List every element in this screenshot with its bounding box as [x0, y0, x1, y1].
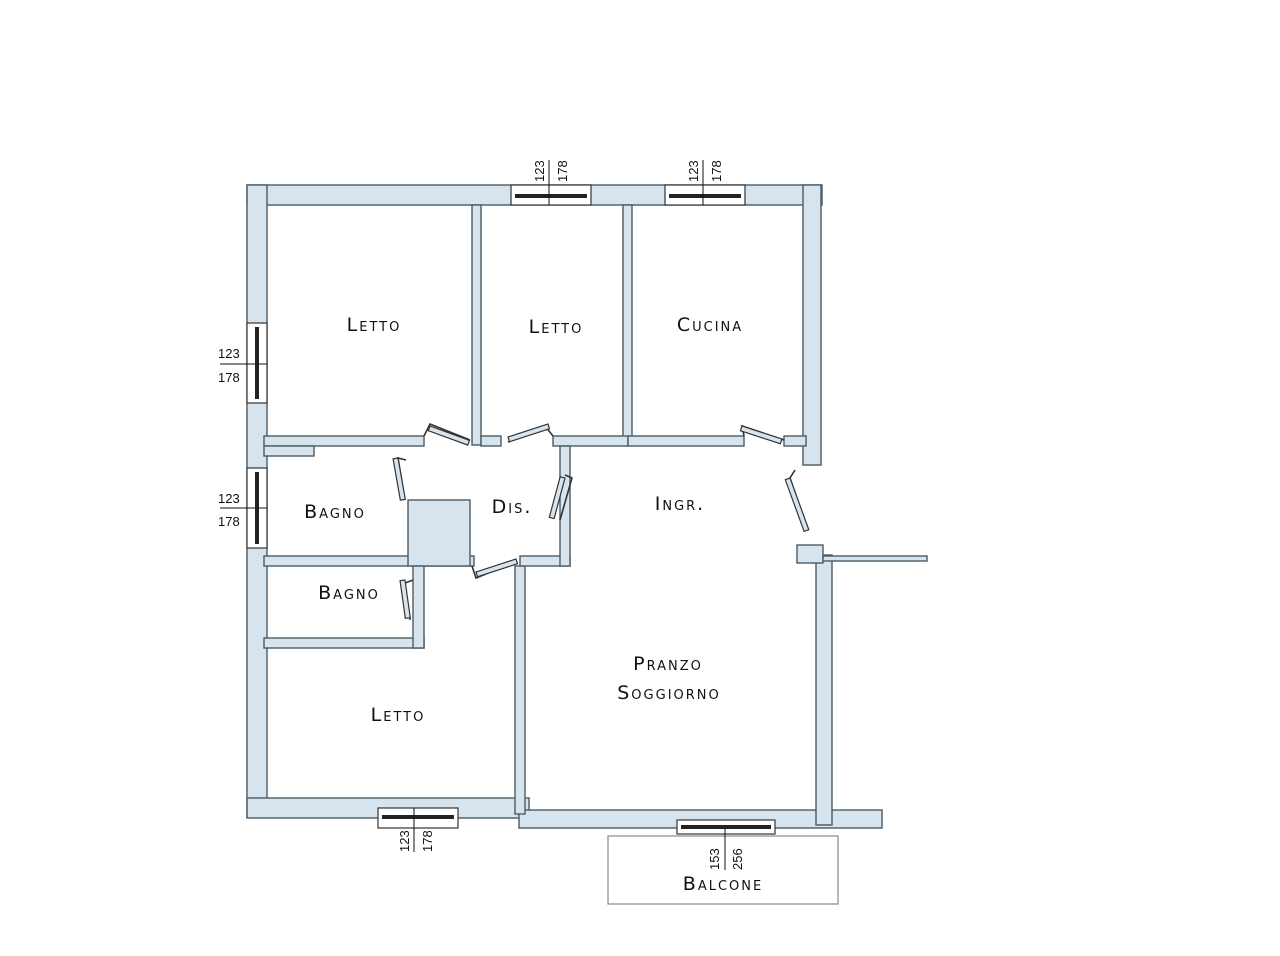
balcony-outline	[607, 835, 839, 905]
room-bagno-2: Bagno	[318, 582, 380, 604]
room-letto-nw: Letto	[347, 314, 402, 336]
room-letto-sw: Letto	[371, 704, 426, 726]
window-bottom-2-height: 153	[707, 848, 722, 870]
window-bottom-2-width: 256	[730, 848, 745, 870]
room-balcone: Balcone	[683, 873, 763, 895]
room-soggiorno: Soggiorno	[617, 682, 721, 704]
room-dis: Dis.	[492, 496, 533, 518]
interior-walls	[263, 204, 807, 815]
window-top-2: 123 178	[664, 160, 746, 206]
room-letto-n: Letto	[529, 316, 584, 338]
window-bottom-1-height: 123	[397, 830, 412, 852]
window-left-1-width: 178	[218, 370, 240, 385]
window-bottom-1-width: 178	[420, 830, 435, 852]
window-top-1: 123 178	[510, 160, 592, 206]
window-top-2-height: 123	[686, 160, 701, 182]
room-pranzo: Pranzo	[633, 653, 703, 675]
window-left-2: 123 178	[218, 467, 268, 549]
doors	[392, 422, 810, 621]
window-left-2-height: 123	[218, 491, 240, 506]
window-left-2-width: 178	[218, 514, 240, 529]
room-cucina: Cucina	[677, 314, 743, 336]
room-ingr: Ingr.	[655, 493, 705, 515]
window-top-1-height: 123	[532, 160, 547, 182]
window-left-1-height: 123	[218, 346, 240, 361]
window-top-1-width: 178	[555, 160, 570, 182]
room-bagno-1: Bagno	[304, 501, 366, 523]
window-bottom-2: 153 256	[676, 819, 776, 870]
window-bottom-1: 123 178	[377, 807, 459, 852]
window-left-1: 123 178	[218, 322, 268, 404]
window-top-2-width: 178	[709, 160, 724, 182]
